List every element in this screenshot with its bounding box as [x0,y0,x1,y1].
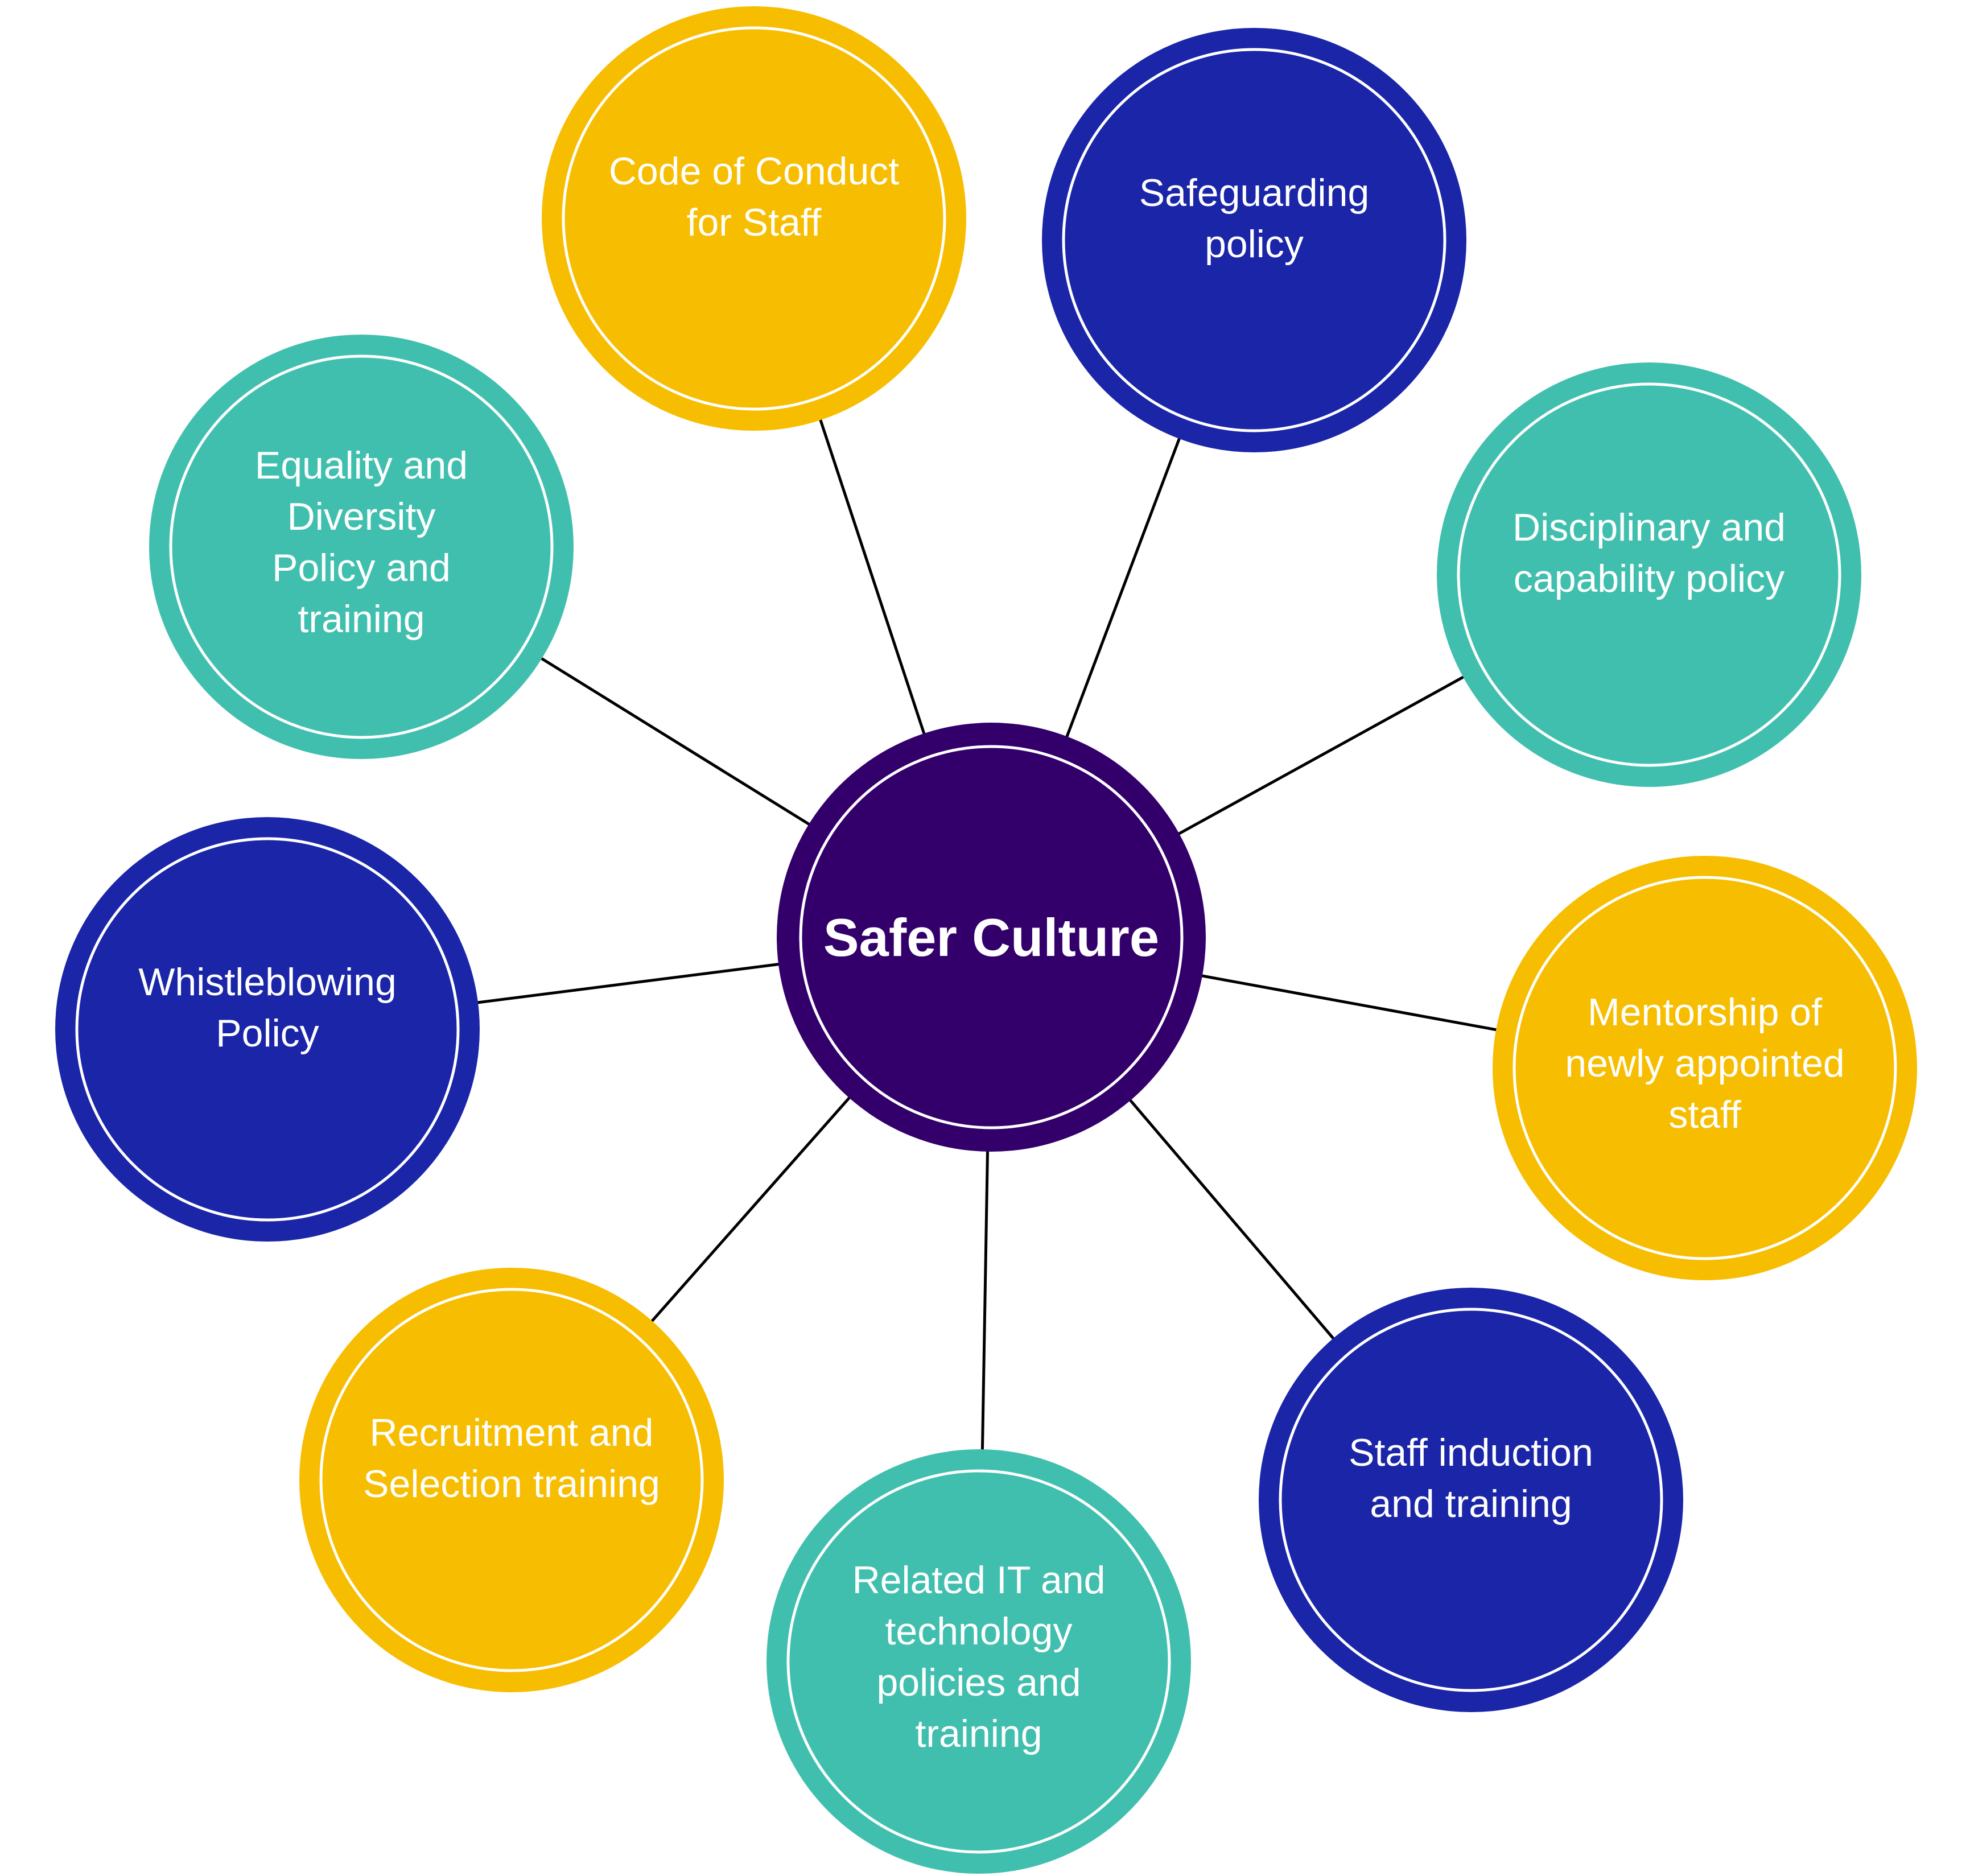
node-inner-ring [1279,1308,1663,1692]
node-label-line: staff [1668,1093,1741,1136]
node-inner-ring [786,1469,1171,1854]
node-label-line: policy [1205,222,1304,266]
node-label-line: Code of Conduct [609,150,899,193]
center-node: Safer Culture [777,723,1206,1152]
node-mentorship: Mentorship of newly appointed staff [1493,856,1917,1280]
node-circle [766,1449,1191,1874]
node-inner-ring [1062,48,1446,432]
node-circle [542,6,966,431]
node-label-line: Disciplinary and [1512,506,1786,549]
node-code-of-conduct: Code of Conduct for Staff [542,6,966,431]
node-label-line: technology [885,1610,1073,1653]
node-label-line: Recruitment and [370,1411,654,1454]
node-label-line: Policy and [272,546,451,589]
node-disciplinary: Disciplinary and capability policy [1437,362,1861,787]
node-label-line: Equality and [255,444,468,487]
node-label-line: training [298,597,425,641]
node-label-line: and training [1370,1482,1572,1525]
node-label-line: training [915,1712,1042,1755]
node-circle [1259,1288,1683,1712]
node-label-line: Selection training [363,1462,660,1506]
node-label-line: Mentorship of [1588,991,1822,1034]
node-inner-ring [75,837,460,1222]
node-label-line: newly appointed [1565,1042,1844,1085]
node-inner-ring [319,1288,704,1672]
node-label-line: Related IT and [852,1558,1106,1602]
node-circle [55,817,480,1242]
node-circle [1493,856,1917,1280]
node-circle [1042,28,1466,452]
center-label: Safer Culture [823,908,1159,967]
node-label-line: Whistleblowing [138,960,397,1004]
node-label-line: capability policy [1514,557,1784,600]
node-circle [1437,362,1861,787]
node-inner-ring [169,354,554,739]
node-staff-induction: Staff induction and training [1259,1288,1683,1712]
node-label-line: Diversity [287,495,436,538]
center-inner-ring [799,745,1184,1129]
center-circle [777,723,1206,1152]
node-label-line: Safeguarding [1139,171,1370,215]
node-inner-ring [1512,876,1897,1260]
node-label-line: Staff induction [1349,1431,1593,1474]
node-related-it: Related IT and technology policies and trai… [766,1449,1191,1874]
node-inner-ring [562,26,946,411]
node-inner-ring [1457,382,1841,767]
nodes: Code of Conduct for Staff Safeguarding poli… [55,6,1917,1874]
node-label-line: policies and [876,1661,1081,1704]
node-safeguarding: Safeguarding policy [1042,28,1466,452]
node-label-line: for Staff [687,201,822,244]
node-circle [149,335,574,759]
node-circle [299,1268,724,1692]
node-label-line: Policy [216,1012,319,1055]
